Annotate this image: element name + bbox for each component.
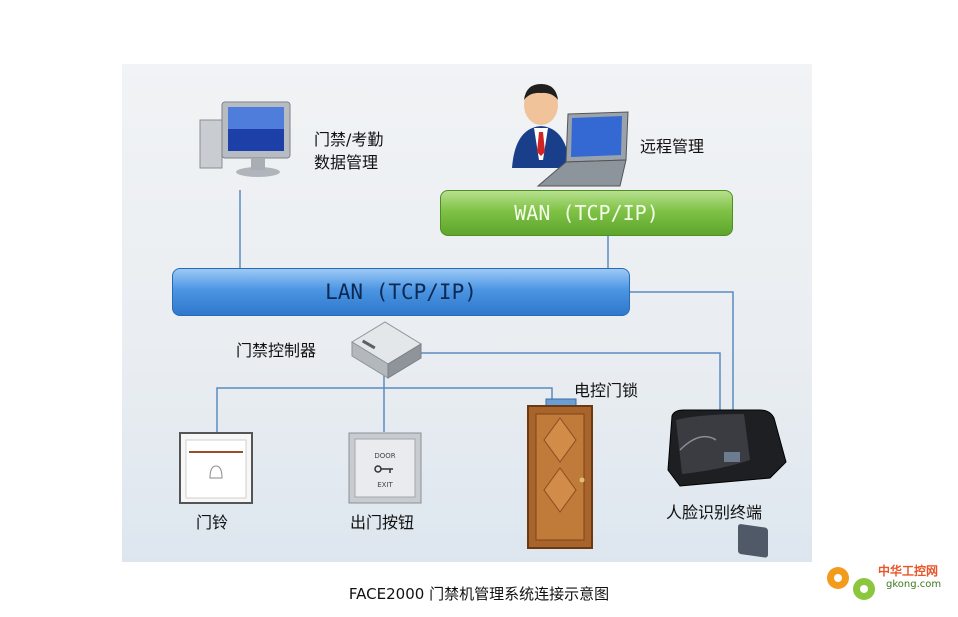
lan-bus-label: LAN (TCP/IP): [325, 280, 477, 304]
wan-bus: WAN (TCP/IP): [440, 190, 733, 236]
face-terminal-icon: [667, 409, 787, 558]
watermark-name: 中华工控网: [878, 564, 939, 578]
svg-text:EXIT: EXIT: [377, 481, 393, 489]
wan-bus-label: WAN (TCP/IP): [514, 201, 659, 225]
electric-lock-label: 电控门锁: [574, 381, 639, 400]
doorbell-label: 门铃: [196, 513, 229, 532]
desktop-computer-icon: [199, 101, 291, 177]
line-controller-bell-lock: [216, 387, 553, 432]
exit-button-icon: DOOR EXIT: [348, 432, 422, 504]
controller-label: 门禁控制器: [236, 341, 317, 360]
remote-management-label: 远程管理: [640, 137, 705, 156]
face-terminal-label: 人脸识别终端: [666, 503, 763, 522]
laptop-icon: [536, 111, 629, 187]
doorbell-icon: [179, 432, 253, 504]
data-management-label: 门禁/考勤 数据管理: [314, 130, 384, 172]
controller-box-icon: [351, 321, 422, 379]
svg-text:DOOR: DOOR: [374, 452, 395, 460]
lan-bus: LAN (TCP/IP): [172, 268, 630, 316]
line-lan-face: [628, 291, 734, 412]
exit-button-label: 出门按钮: [350, 513, 415, 532]
gkong-logo-icon: [827, 567, 875, 600]
key-icon: [374, 465, 393, 473]
remote-user-icon: [512, 84, 570, 168]
figure-caption: FACE2000 门禁机管理系统连接示意图: [348, 585, 610, 603]
line-controller-face: [417, 352, 721, 412]
door-icon: [527, 405, 593, 549]
watermark-url: gkong.com: [886, 579, 942, 590]
